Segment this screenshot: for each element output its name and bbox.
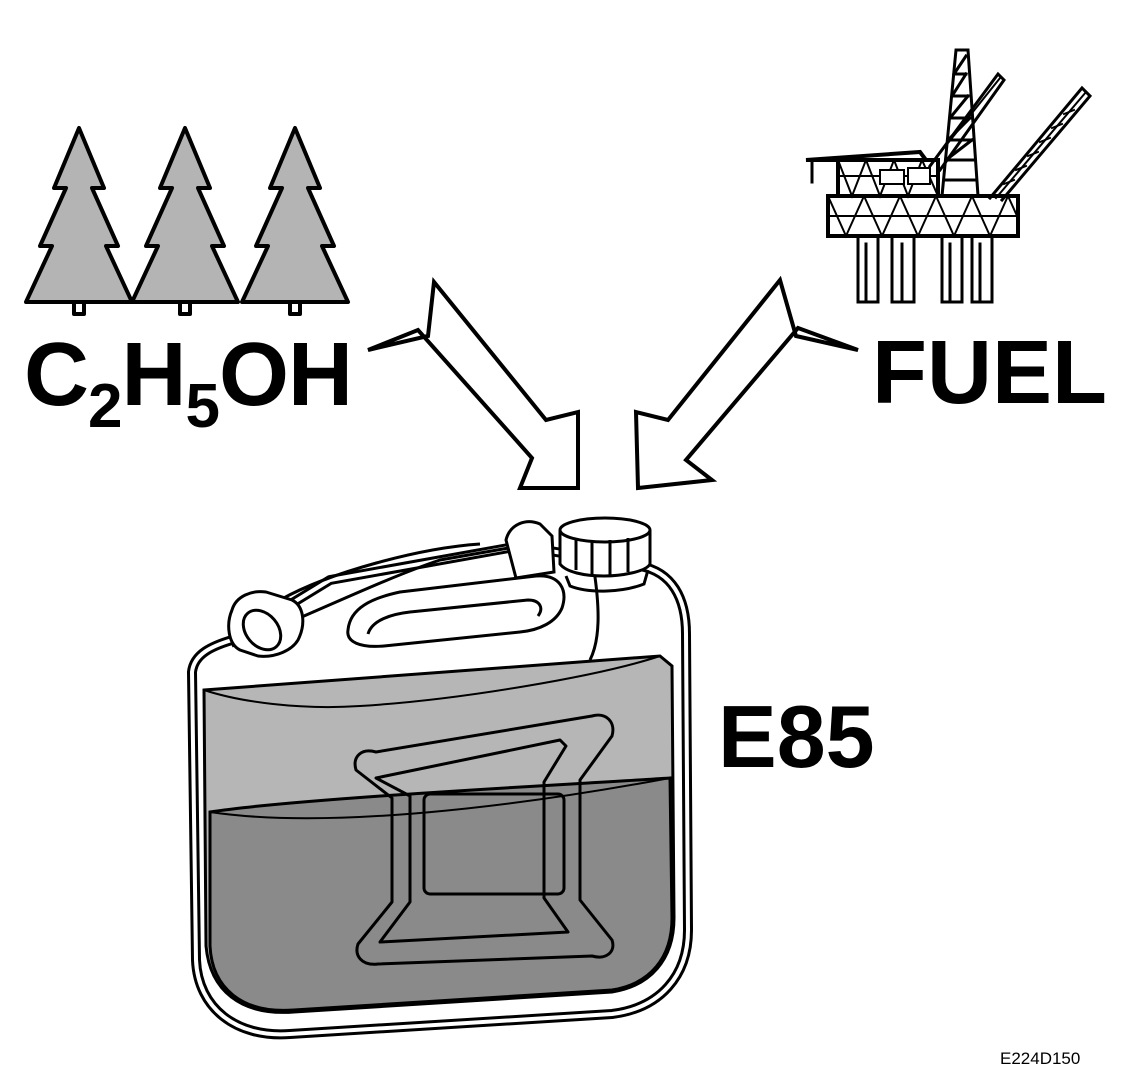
figure-code: E224D150 (1000, 1049, 1081, 1068)
tree-group (24, 126, 350, 316)
formula-h-count: 5 (185, 372, 219, 441)
pine-tree-icon (24, 126, 134, 316)
arrow-group (367, 275, 859, 491)
oil-platform-icon (805, 48, 1093, 304)
pine-tree-icon (130, 126, 240, 316)
fuel-label: FUEL (872, 323, 1107, 423)
formula-c-count: 2 (88, 372, 122, 441)
arrow-icon (633, 275, 859, 491)
formula-c: C (24, 325, 89, 425)
blend-label: E85 (718, 687, 875, 786)
formula-oh: OH (218, 325, 353, 425)
arrow-icon (367, 277, 580, 490)
ethanol-formula-label: C2H5OH (24, 330, 353, 438)
pine-tree-icon (240, 126, 350, 316)
formula-h: H (121, 325, 186, 425)
jerry-can-icon (187, 516, 693, 1040)
